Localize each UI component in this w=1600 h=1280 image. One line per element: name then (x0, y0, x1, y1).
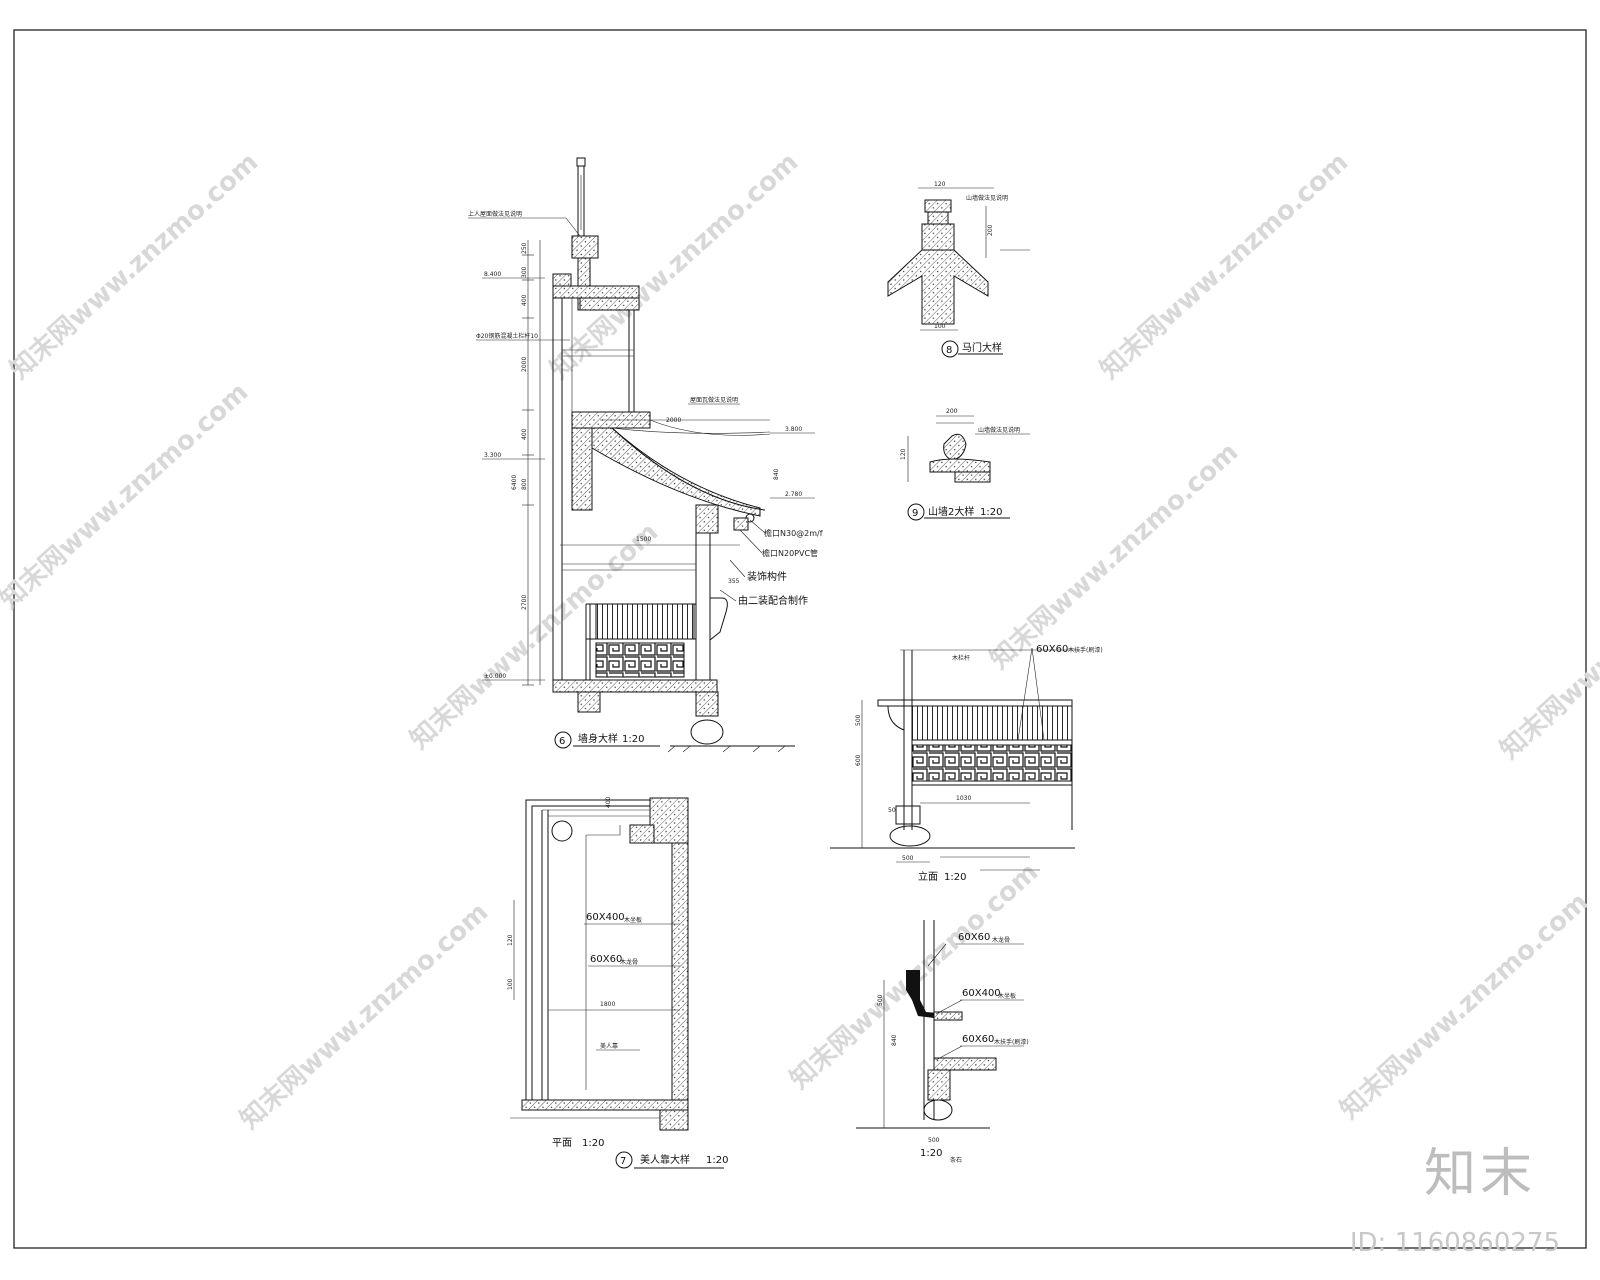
section-rail3: 60X60 (962, 1034, 994, 1045)
fretwork-panel (595, 642, 685, 678)
roof-note-label: 上人屋面做法见说明 (468, 210, 522, 218)
dim-500-e: 500 (855, 714, 862, 726)
dim-250: 250 (521, 242, 528, 254)
dim-500-base: 500 (902, 855, 914, 862)
dim-120-p: 120 (507, 934, 514, 946)
plan-seat-note: 美人靠 (600, 1042, 618, 1050)
elevation-mark: 8.400 (484, 271, 501, 278)
elevation-railing: 60X60 木扶手(刷漆) 木栏杆 1030 500 600 50 500 立面… (830, 644, 1103, 883)
section-rail1: 60X60 (958, 932, 990, 943)
dim-600-e: 600 (855, 754, 862, 766)
detail-6-scale: 1:20 (622, 734, 644, 745)
decor-part-label: 装饰构件 (747, 570, 787, 583)
section-base-note: 条石 (950, 1156, 962, 1164)
dim-200-9: 200 (946, 408, 958, 415)
dim-400b: 400 (521, 428, 528, 440)
elev-wood-note: 木栏杆 (952, 654, 970, 662)
detail-7-scale: 1:20 (706, 1155, 728, 1166)
carpentry-label: 由二装配合制作 (738, 594, 808, 607)
watermark: 知末网www.znzmo.com (985, 437, 1245, 675)
section-rail2: 60X400 (962, 988, 1001, 999)
dim-6400: 6400 (511, 475, 518, 490)
eave-note-label: 屋面瓦做法见说明 (690, 396, 738, 404)
watermark: 知末网www.znzmo.com (1335, 887, 1595, 1125)
dim-1800: 1800 (600, 1001, 615, 1008)
elev-rail-label: 60X60 (1036, 644, 1068, 655)
elevation-mark: 3.800 (785, 426, 802, 433)
dim-1030: 1030 (956, 795, 971, 802)
gable-label: 山墙做法见说明 (978, 426, 1020, 434)
dim-2000: 2000 (521, 357, 528, 372)
dim-120: 120 (934, 181, 946, 188)
gutter-label: 檐口N30@2m/f (764, 528, 823, 538)
gable-note-label: 山墙做法见说明 (966, 194, 1008, 202)
rebar-label: Φ20钢筋混凝土栏杆10 (476, 332, 538, 340)
dim-550: 500 (877, 994, 884, 1006)
section-rail1-note: 木龙骨 (992, 936, 1010, 944)
detail-8-title: 马门大样 (962, 341, 1002, 354)
watermark: 知末网www.znzmo.com (0, 377, 254, 615)
detail-7-number: 7 (620, 1156, 626, 1167)
detail-7-plan: 60X400 木坐板 60X60 木龙骨 1800 美人靠 120 100 40… (507, 796, 728, 1169)
watermark: 知末网www.znzmo.com (5, 147, 265, 385)
elevation-title: 立面 (918, 870, 938, 883)
detail-8-number: 8 (946, 345, 952, 356)
watermark: 知末网www.znzmo.com (1495, 527, 1600, 765)
dim-300: 300 (521, 266, 528, 278)
watermark: 知末网www.znzmo.com (235, 897, 495, 1135)
sheet-border (13, 29, 1587, 1249)
plan-rail1: 60X400 (586, 912, 625, 923)
detail-6-number: 6 (559, 736, 565, 747)
detail-6-title: 墙身大样 (578, 732, 618, 745)
pipe-label: 檐口N20PVC管 (762, 548, 818, 558)
detail-9-number: 9 (912, 508, 918, 519)
detail-8-gate-column: 120 山墙做法见说明 200 100 8 马门大样 (887, 181, 1030, 358)
dim-500-s: 500 (928, 1137, 940, 1144)
dim-120-9: 120 (900, 448, 907, 460)
dim-1500: 1500 (636, 536, 651, 543)
section-railing: 60X60 木龙骨 60X400 木坐板 60X60 木扶手(刷漆) 500 8… (856, 920, 1029, 1164)
plan-title: 平面 (552, 1138, 572, 1149)
elev-rail-note: 木扶手(刷漆) (1068, 646, 1103, 654)
elevation-scale: 1:20 (944, 872, 966, 883)
dim-100: 100 (934, 323, 946, 330)
plan-rail2-note: 木龙骨 (620, 958, 638, 966)
dim-50-e: 50 (888, 807, 896, 814)
elevation-mark: ±0.000 (484, 673, 506, 680)
detail-6-wall-section: 250 300 400 2000 400 6400 800 2700 8.400… (468, 157, 823, 753)
dim-2700: 2700 (521, 595, 528, 610)
section-rail2-note: 木坐板 (998, 992, 1016, 1000)
watermarks: 知末网www.znzmo.com 知末网www.znzmo.com 知末网www… (0, 147, 1600, 1135)
image-id-label: ID: 1160860275 (1349, 1228, 1560, 1258)
dim-355: 355 (728, 578, 740, 585)
elevation-slats (911, 705, 1073, 741)
elevation-mark: 3.300 (484, 452, 501, 459)
dim-200: 200 (987, 224, 994, 236)
dim-840: 840 (773, 468, 780, 480)
dim-400-p: 400 (605, 796, 612, 808)
section-scale: 1:20 (920, 1148, 942, 1159)
plan-rail2: 60X60 (590, 954, 622, 965)
section-rail3-note: 木扶手(刷漆) (994, 1038, 1029, 1046)
plan-rail1-note: 木坐板 (624, 916, 642, 924)
dim-100-p: 100 (507, 978, 514, 990)
brand-logo: 知末 (1423, 1144, 1536, 1204)
detail-9-scale: 1:20 (980, 507, 1002, 518)
dim-400: 400 (521, 294, 528, 306)
detail-7-title: 美人靠大样 (640, 1153, 690, 1166)
dim-840-s: 840 (891, 1034, 898, 1046)
detail-9-gable: 200 120 山墙做法见说明 9 山墙2大样 1:20 (900, 408, 1030, 521)
detail-9-title: 山墙2大样 (928, 505, 974, 518)
dim-2000-eave: 2000 (666, 417, 681, 424)
elevation-fretwork (911, 744, 1073, 782)
slat-railing (595, 603, 695, 640)
plan-scale: 1:20 (582, 1138, 604, 1149)
elevation-mark: 2.780 (785, 491, 802, 498)
dim-800: 800 (521, 478, 528, 490)
watermark: 知末网www.znzmo.com (1095, 147, 1355, 385)
